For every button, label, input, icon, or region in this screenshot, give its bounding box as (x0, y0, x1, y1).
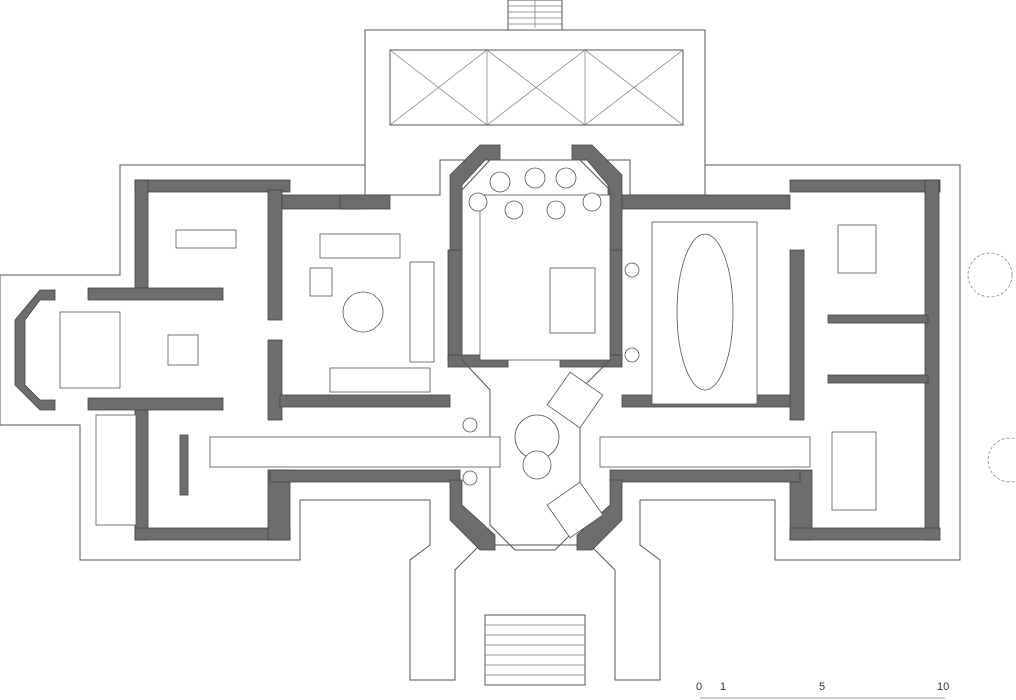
site-outline (0, 159, 961, 681)
octagon-hall-outline (461, 159, 611, 551)
scale-label-10: 10 (937, 681, 950, 693)
scale-label-0: 0 (696, 681, 703, 693)
south-steps (484, 614, 586, 686)
tree-icon (987, 437, 1016, 483)
north-terrace (364, 29, 706, 195)
furniture (59, 167, 877, 539)
scale-label-1: 1 (720, 681, 727, 693)
tree-icon (967, 252, 1013, 298)
scale-label-5: 5 (819, 681, 826, 693)
north-steps (507, 0, 563, 31)
walls (14, 144, 941, 551)
